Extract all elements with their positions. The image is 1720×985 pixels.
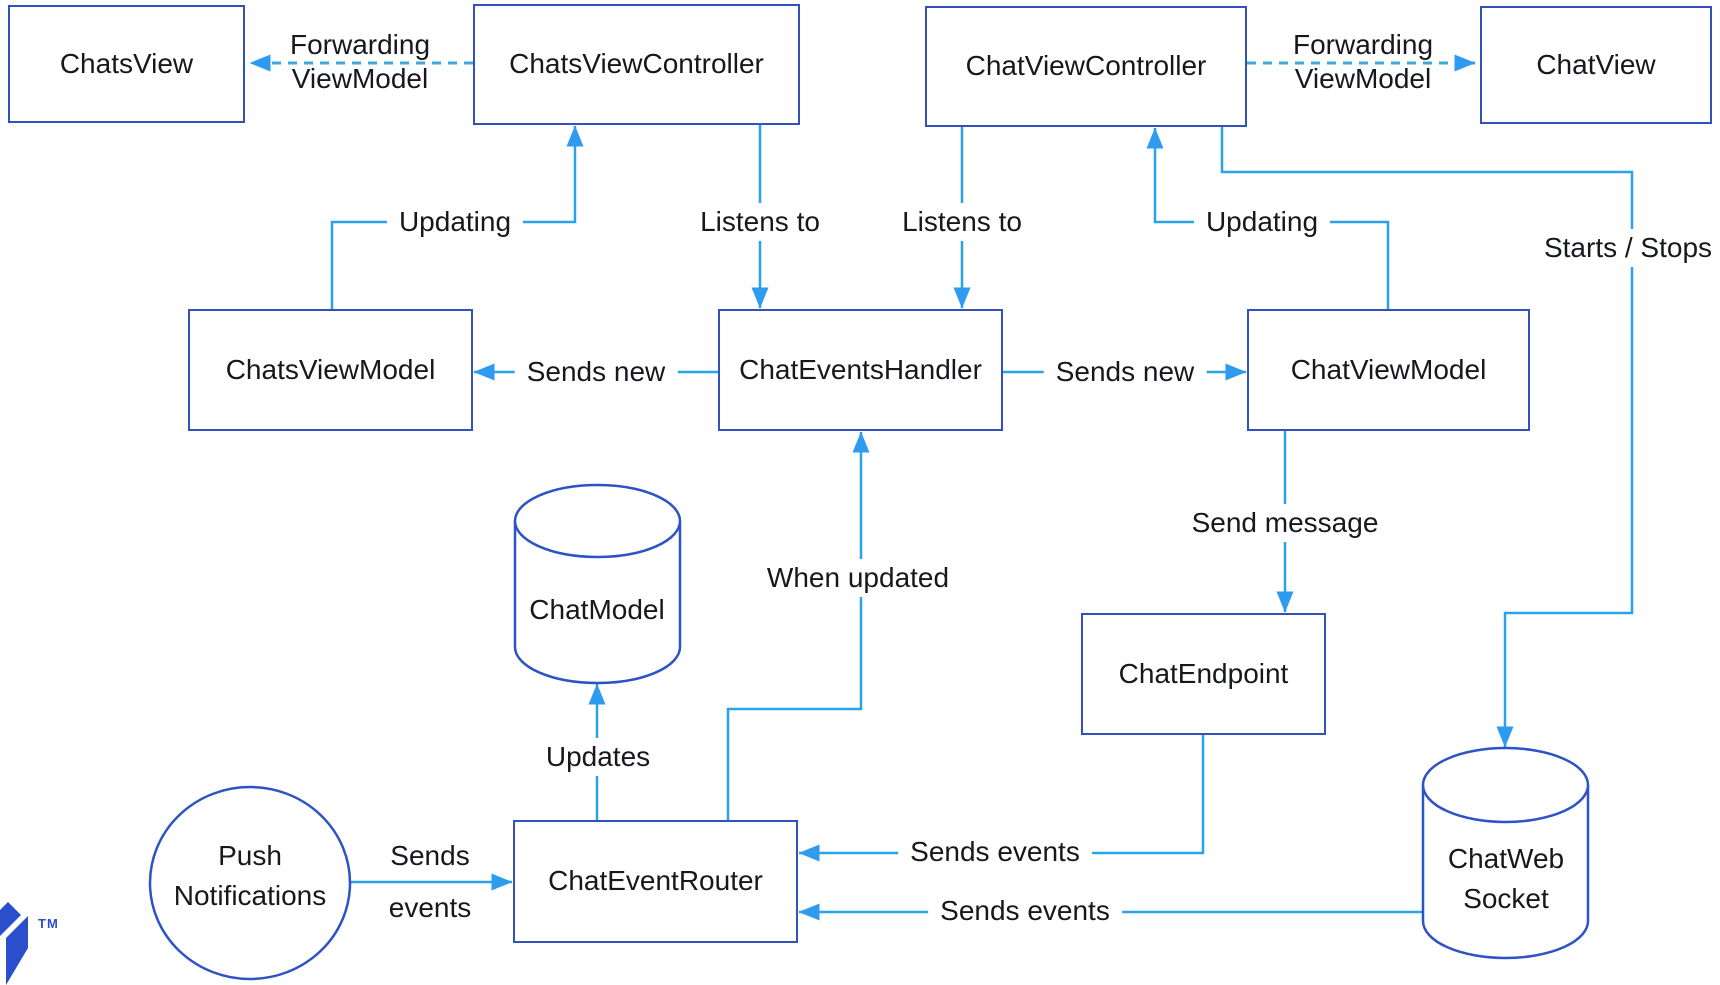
label-updating-right: Updating [1193, 203, 1331, 241]
node-chat-view: ChatView [1480, 6, 1712, 124]
label-sends-events-socket: Sends events [928, 892, 1122, 930]
label-updating-left: Updating [386, 203, 524, 241]
chat-web-socket-label-line2: Socket [1463, 883, 1549, 914]
label-listens-to-right: Listens to [890, 203, 1034, 241]
push-notifications-label-line2: Notifications [173, 880, 327, 911]
label-sends-events-push-line1: Sends [390, 840, 470, 871]
push-notifications-circle [148, 785, 352, 981]
push-notifications-label: Push Notifications [174, 836, 327, 916]
label-forwarding-viewmodel-left: Forwarding ViewModel [290, 28, 430, 96]
edge-when-updated [726, 431, 870, 820]
label-forwarding-right-line1: Forwarding [1292, 29, 1434, 60]
edge-starts-stops [1220, 127, 1634, 748]
label-starts-stops: Starts / Stops [1531, 229, 1720, 267]
label-sends-new-left: Sends new [514, 353, 678, 391]
chat-web-socket-label-line1: ChatWeb [1447, 843, 1565, 874]
push-notifications-label-line1: Push [218, 840, 282, 871]
label-send-message: Send message [1179, 504, 1391, 542]
chat-web-socket-cylinder [1421, 746, 1590, 960]
chat-model-label: ChatModel [529, 594, 665, 625]
chat-web-socket-label: ChatWeb Socket [1448, 839, 1564, 919]
label-when-updated: When updated [754, 559, 962, 597]
chat-model-cylinder [513, 483, 682, 685]
label-sends-events-push-line2: events [388, 892, 472, 923]
node-chats-view-controller: ChatsViewController [473, 4, 800, 125]
toptal-trademark: TM [38, 916, 59, 931]
label-sends-events-endpoint: Sends events [898, 833, 1092, 871]
node-chat-endpoint: ChatEndpoint [1081, 613, 1326, 735]
toptal-logo-mark [0, 902, 28, 985]
label-forwarding-left-line1: Forwarding [289, 29, 431, 60]
node-chats-view-model: ChatsViewModel [188, 309, 473, 431]
node-chat-view-model: ChatViewModel [1247, 309, 1530, 431]
label-updates: Updates [533, 738, 663, 776]
node-chat-events-handler: ChatEventsHandler [718, 309, 1003, 431]
node-chats-view: ChatsView [8, 5, 245, 123]
label-listens-to-left: Listens to [688, 203, 832, 241]
label-forwarding-left-line2: ViewModel [291, 63, 429, 94]
node-chat-event-router: ChatEventRouter [513, 820, 798, 943]
label-forwarding-viewmodel-right: Forwarding ViewModel [1293, 28, 1433, 96]
label-sends-events-push: Sends events [389, 830, 472, 934]
node-chat-view-controller: ChatViewController [925, 6, 1247, 127]
label-sends-new-right: Sends new [1043, 353, 1207, 391]
label-forwarding-right-line2: ViewModel [1294, 63, 1432, 94]
